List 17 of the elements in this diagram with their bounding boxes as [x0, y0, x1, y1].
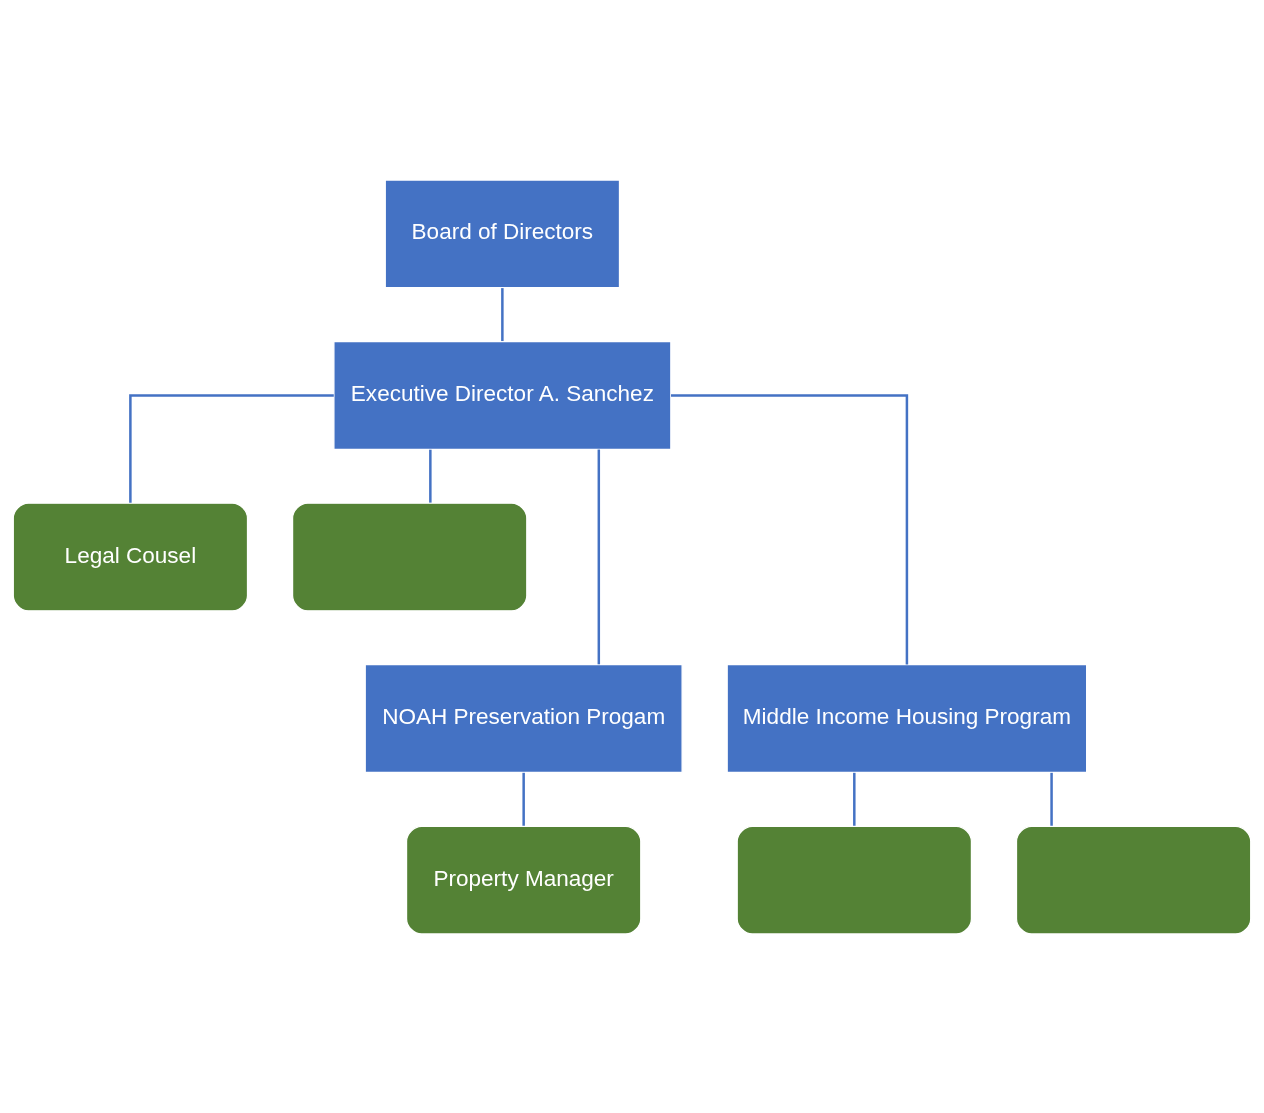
node-box — [291, 502, 528, 611]
node-box: NOAH Preservation Progam — [364, 663, 683, 773]
node-box — [1015, 825, 1252, 935]
connector — [853, 772, 856, 826]
connector — [671, 393, 909, 664]
node-box — [736, 825, 973, 935]
node-box: Executive Director A. Sanchez — [333, 340, 672, 450]
connector — [501, 287, 504, 341]
node-box: Middle Income Housing Program — [726, 663, 1088, 773]
connector — [129, 393, 334, 503]
node-box: Legal Cousel — [12, 502, 249, 611]
connector — [1050, 772, 1053, 826]
connector — [522, 772, 525, 826]
connector — [597, 449, 601, 664]
node-box: Property Manager — [405, 825, 642, 935]
node-box: Board of Directors — [384, 178, 621, 288]
connector — [429, 449, 432, 503]
